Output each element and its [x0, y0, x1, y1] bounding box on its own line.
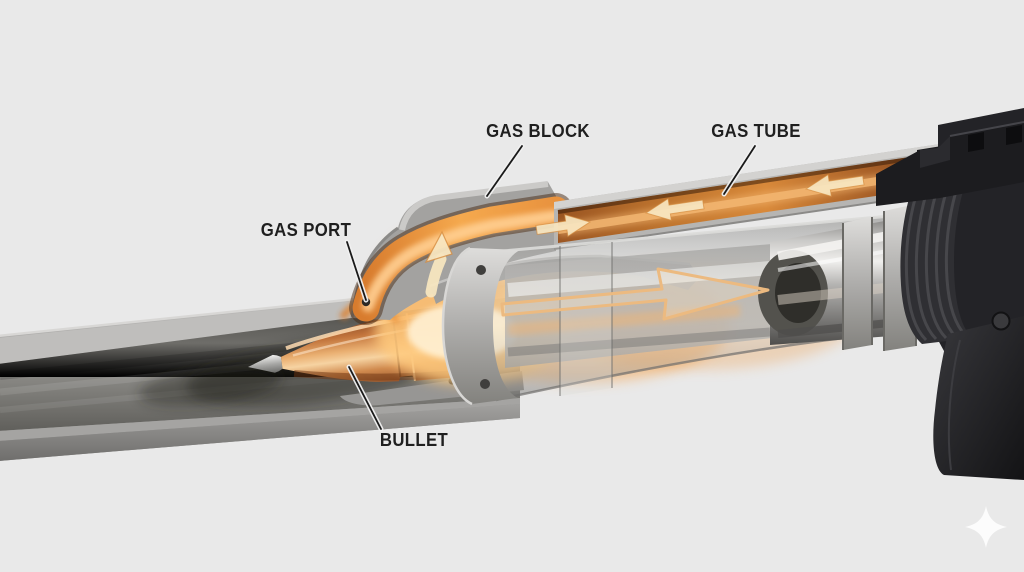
leader-line-gas-block: [486, 145, 523, 197]
carrier-ring-1: [843, 217, 872, 350]
label-gas-block: GAS BLOCK: [486, 121, 590, 141]
handguard-clamp-ring: [441, 246, 520, 406]
gas-flow-arrow-right-into-tube: [535, 213, 592, 238]
label-gas-port: GAS PORT: [260, 220, 352, 240]
gas-flow-arrow-left-1: [644, 197, 705, 222]
gas-flow-arrow-left-2: [804, 173, 865, 198]
bullet-direction-arrow: [500, 267, 770, 321]
takedown-pin: [991, 311, 1011, 331]
bullet-tip: [248, 354, 283, 373]
gas-flow-arrow-up-port: [424, 230, 453, 298]
leader-line-gas-tube: [723, 145, 756, 195]
sparkle-icon: [965, 506, 1007, 548]
pistol-grip: [933, 311, 1024, 480]
gas-tube: [553, 144, 941, 250]
picatinny-rail: [876, 121, 1024, 206]
label-bullet: BULLET: [379, 430, 449, 450]
leader-line-gas-port: [346, 241, 367, 301]
leader-lines: [344, 143, 758, 432]
gas-flow-arrows: [424, 173, 865, 298]
leader-line-bullet: [348, 366, 382, 430]
rail-slot: [968, 132, 984, 152]
label-gas-tube: GAS TUBE: [711, 121, 801, 141]
rail-slot: [1006, 125, 1022, 145]
